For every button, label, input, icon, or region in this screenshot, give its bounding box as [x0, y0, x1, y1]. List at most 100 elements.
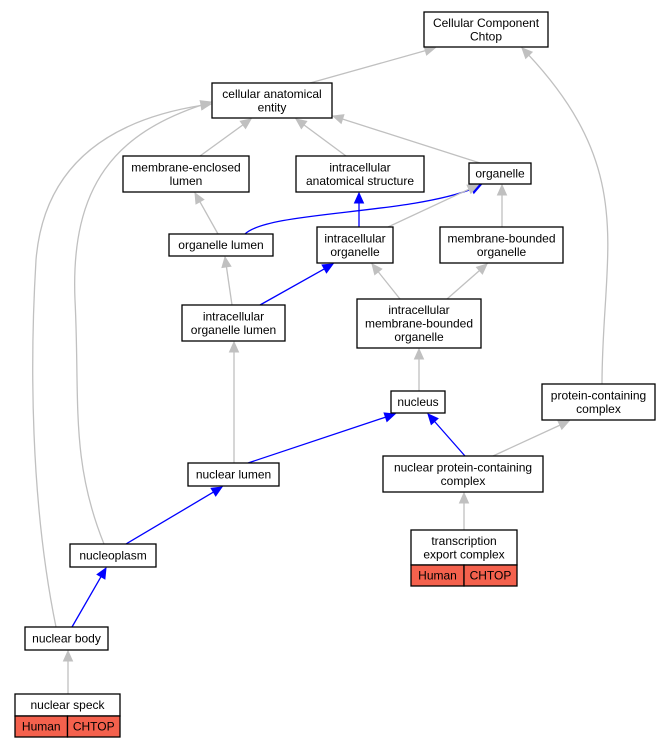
node-box [122, 155, 250, 193]
edge-nuc_lumen-to-nucleus [247, 412, 397, 464]
node-box [423, 11, 549, 48]
arrowhead [521, 47, 534, 60]
node-label: Cellular Component [433, 16, 540, 30]
edge-tec-to-npcc [458, 491, 470, 530]
node-label: intracellular [329, 160, 390, 174]
node-label: lumen [170, 174, 203, 188]
node-label: organelle [475, 167, 525, 181]
node-label: membrane-bounded [447, 231, 555, 245]
node-box [211, 82, 333, 119]
node-label: nuclear protein-containing [394, 460, 532, 474]
arrowhead [321, 263, 335, 274]
node-org-lumen[interactable]: organelle lumen [168, 233, 274, 257]
edge-ic_mbo-to-ic_org [371, 263, 401, 300]
node-label: cellular anatomical [222, 87, 321, 101]
edge-cae-to-cc_chtop [309, 45, 437, 84]
arrowhead [413, 347, 425, 360]
node-label: protein-containing [551, 388, 646, 402]
edge-ic_org_lumen-to-org_lumen [221, 255, 233, 306]
node-label: complex [441, 474, 486, 488]
edge-organelle-to-cae [331, 114, 481, 164]
node-label: complex [576, 402, 621, 416]
arrowhead [199, 100, 213, 111]
arrowhead [228, 340, 240, 353]
node-label: nuclear lumen [196, 468, 271, 482]
edge-org_lumen-to-mel [194, 191, 219, 235]
species-tag: Human [22, 720, 61, 734]
node-label: membrane-enclosed [131, 160, 240, 174]
node-label: intracellular [324, 231, 385, 245]
arrowhead [295, 118, 308, 130]
node-label: organelle lumen [191, 323, 276, 337]
node-label: membrane-bounded [365, 317, 473, 331]
node-box [541, 383, 656, 421]
node-nucleoplasm[interactable]: nucleoplasm [69, 543, 157, 568]
node-box [316, 226, 394, 264]
edge-npcc-to-pcc [492, 420, 571, 457]
arrowhead [221, 255, 232, 269]
edge-ic_mbo-to-mbo [446, 263, 488, 300]
node-label: transcription [431, 534, 496, 548]
gene-tag: CHTOP [73, 720, 115, 734]
node-label: Chtop [470, 29, 502, 43]
arrowhead [466, 184, 480, 195]
node-box [69, 543, 157, 568]
species-tag: Human [418, 569, 457, 583]
node-box [382, 455, 544, 493]
node-label: organelle [394, 330, 444, 344]
node-organelle[interactable]: organelle [468, 162, 532, 185]
edge-nuc_speck-to-nuc_body [62, 649, 74, 694]
arrowhead [557, 420, 571, 431]
arrowhead [496, 183, 508, 196]
annotation-tag-cell [463, 564, 518, 587]
edge-mbo-to-organelle [496, 183, 508, 227]
arrowhead [475, 263, 488, 275]
edge-ic_org-to-organelle [387, 184, 480, 228]
edge-nuc_body-to-cae [32, 100, 213, 628]
node-label: anatomical structure [306, 174, 414, 188]
node-box [295, 155, 425, 193]
arrowhead [423, 45, 437, 56]
node-label: export complex [423, 547, 504, 561]
arrowhead [239, 118, 252, 130]
node-box [181, 304, 286, 342]
arrowhead [194, 191, 205, 205]
node-nuc-body[interactable]: nuclear body [24, 626, 109, 651]
edge-nuc_lumen-to-ic_org_lumen [228, 340, 240, 463]
node-label: nucleoplasm [79, 549, 146, 563]
edge-ias-to-cae [295, 118, 347, 157]
edge-nucleoplasm-to-nuc_lumen [125, 486, 224, 545]
edge-pcc-to-cc_chtop [521, 47, 609, 385]
edge-nuc_body-to-nucleoplasm [71, 566, 107, 628]
annotation-tag-cell [66, 715, 121, 738]
edges-layer [32, 45, 609, 694]
arrowhead [353, 191, 365, 204]
node-label: organelle lumen [178, 238, 263, 252]
node-box [468, 162, 532, 185]
node-label: organelle [330, 245, 380, 259]
edge-npcc-to-nucleus [427, 413, 466, 457]
edge-nucleus-to-ic_mbo [413, 347, 425, 391]
arrowhead [427, 413, 439, 426]
node-nucleus[interactable]: nucleus [390, 390, 446, 414]
node-label: organelle [477, 245, 527, 259]
arrowhead [210, 486, 224, 497]
arrowhead [96, 566, 107, 580]
arrowhead [383, 412, 397, 423]
node-nuc-lumen[interactable]: nuclear lumen [187, 462, 280, 487]
node-label: nucleus [397, 395, 438, 409]
